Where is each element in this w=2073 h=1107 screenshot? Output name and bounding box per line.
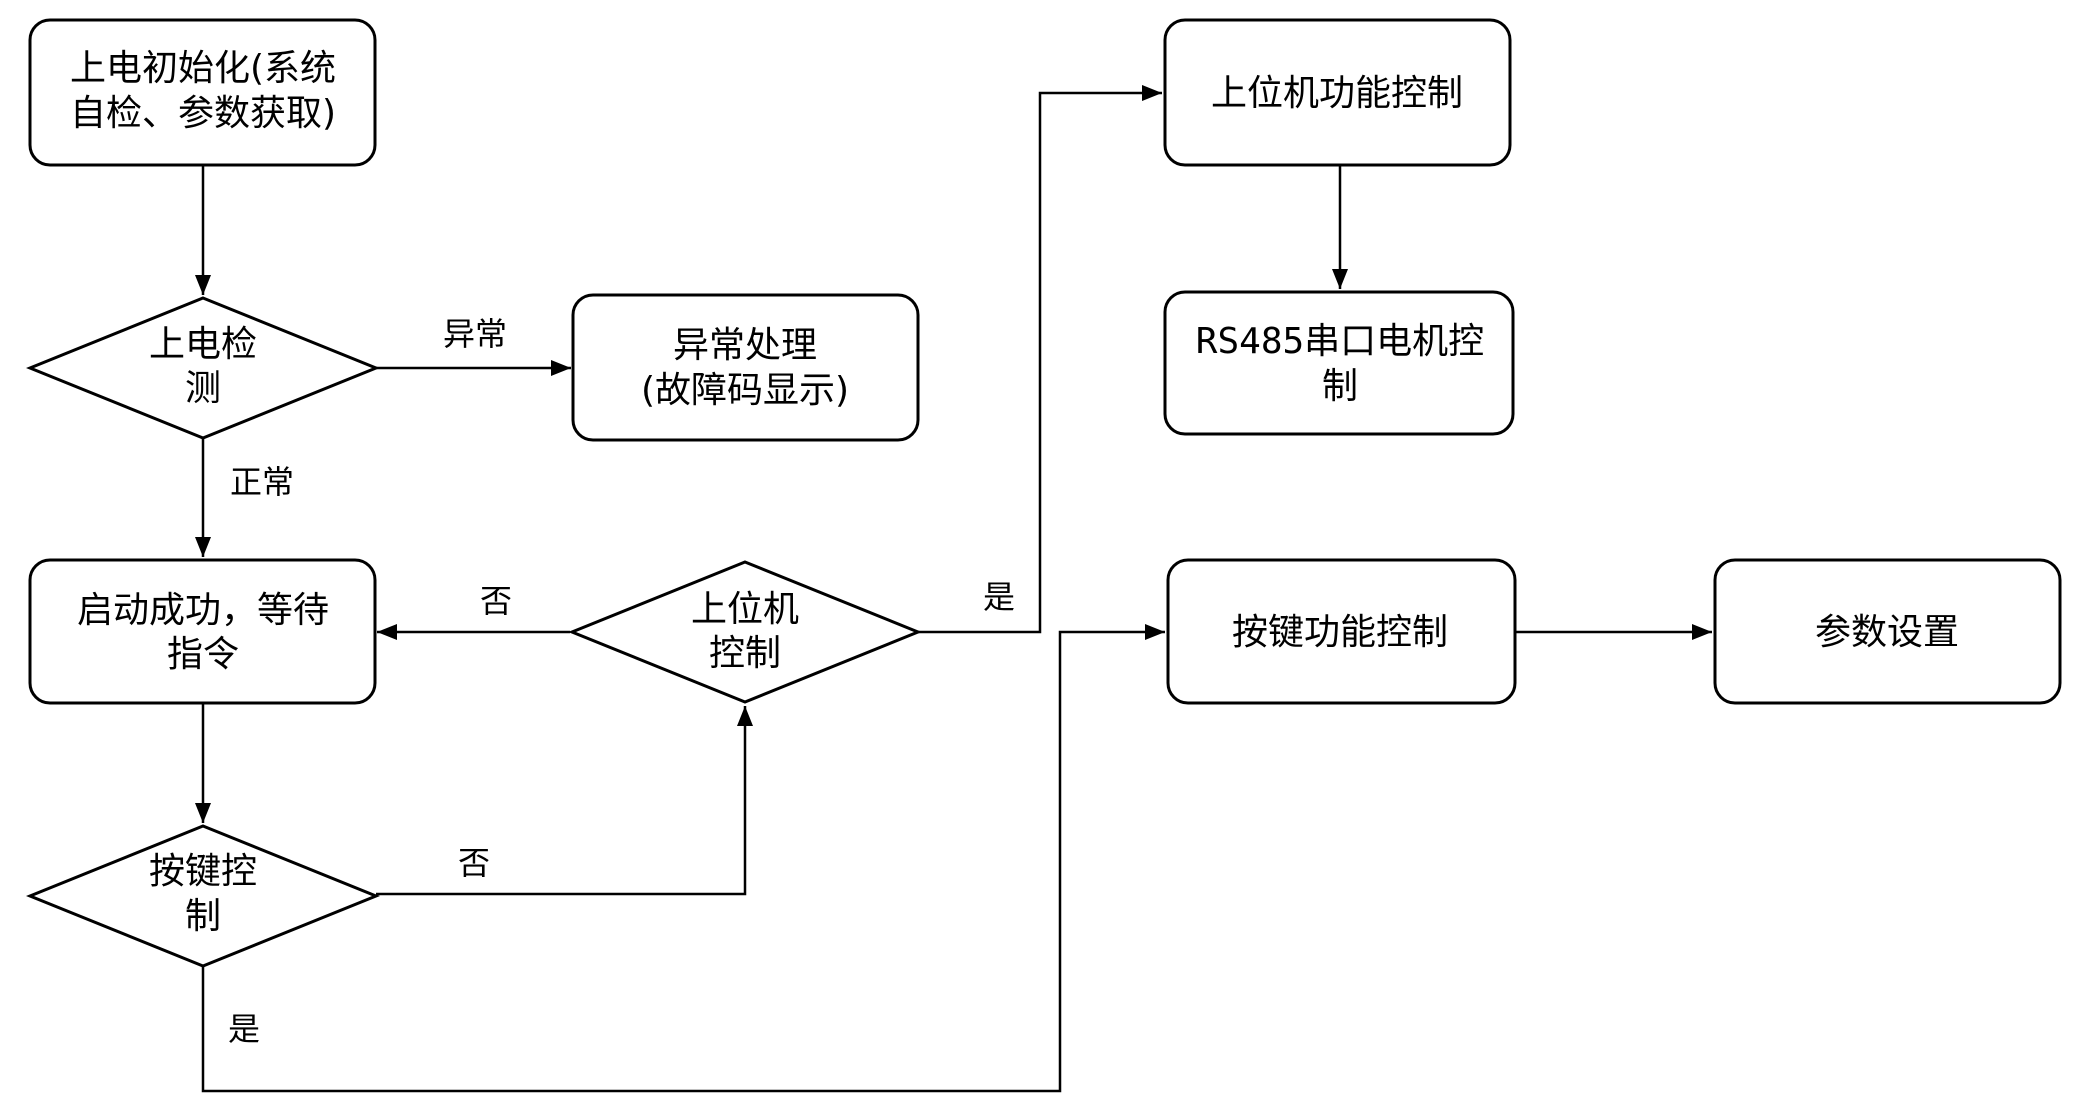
node-power-on-init-line1: 上电初始化(系统 (70, 48, 336, 89)
node-key-function-control-line1: 按键功能控制 (1232, 612, 1448, 653)
edge-key-decision-to-key-function (201, 624, 1165, 1093)
rs485-line1-rest: 串口电机控 (1304, 321, 1484, 362)
node-host-control-decision-line1: 上位机 (691, 589, 799, 630)
node-host-control-decision: 上位机 控制 (568, 560, 922, 704)
rs485-prefix: RS485 (1196, 321, 1304, 362)
edge-label-host-no: 否 (480, 582, 512, 620)
edge-label-abnormal: 异常 (443, 315, 507, 353)
node-power-on-check-line1: 上电检 (149, 324, 257, 365)
edge-host-decision-to-host-function (918, 85, 1162, 634)
node-power-on-init-line2: 自检、参数获取) (70, 93, 336, 134)
node-rs485-motor-control: RS485串口电机控 制 (1163, 290, 1515, 436)
node-exception-handling-line1: 异常处理 (673, 325, 817, 366)
node-power-on-check: 上电检 测 (26, 296, 380, 440)
node-power-on-check-line2: 测 (185, 368, 221, 409)
node-exception-handling-line2: (故障码显示) (641, 370, 849, 411)
node-key-function-control: 按键功能控制 (1166, 558, 1517, 705)
node-rs485-motor-control-line1: RS485串口电机控 (1196, 321, 1484, 362)
node-parameter-setting: 参数设置 (1713, 558, 2062, 705)
node-host-function-control-line1: 上位机功能控制 (1211, 73, 1463, 114)
node-key-control-decision-line2: 制 (185, 896, 221, 937)
node-startup-success-line2: 指令 (167, 634, 239, 675)
node-host-control-decision-line2: 控制 (709, 633, 781, 674)
node-key-control-decision: 按键控 制 (26, 824, 380, 968)
node-key-control-decision-line1: 按键控 (149, 851, 257, 892)
node-startup-success: 启动成功，等待 指令 (28, 558, 377, 705)
node-exception-handling: 异常处理 (故障码显示) (571, 293, 920, 442)
edge-key-decision-to-host-decision (376, 706, 753, 896)
node-host-function-control: 上位机功能控制 (1163, 18, 1512, 167)
edge-label-key-yes: 是 (228, 1010, 260, 1048)
edge-label-normal: 正常 (230, 463, 294, 501)
node-power-on-init: 上电初始化(系统 自检、参数获取) (28, 18, 377, 167)
edge-label-host-yes: 是 (983, 578, 1015, 616)
node-parameter-setting-line1: 参数设置 (1815, 612, 1959, 653)
edge-label-key-no: 否 (458, 844, 490, 882)
edges (195, 85, 1712, 1093)
node-startup-success-line1: 启动成功，等待 (77, 590, 329, 631)
node-rs485-motor-control-line2: 制 (1322, 366, 1358, 407)
